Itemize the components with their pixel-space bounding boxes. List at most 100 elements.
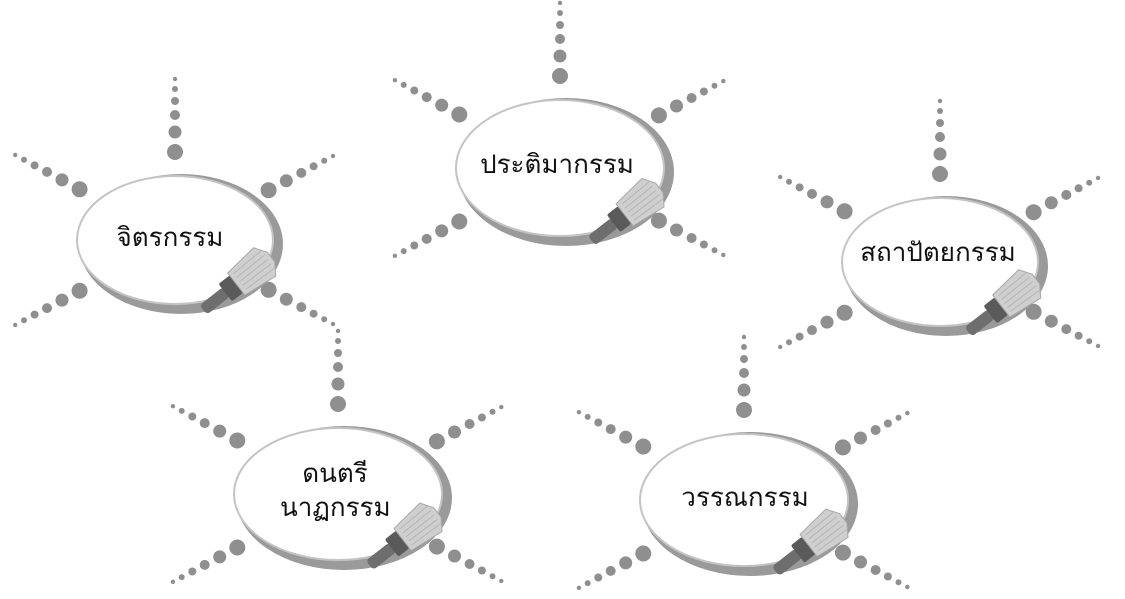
ray-dot: [837, 203, 853, 219]
ray-dot: [422, 92, 432, 102]
ray-dot: [700, 241, 708, 249]
ray-dot: [594, 574, 602, 582]
ray-dot: [721, 79, 725, 83]
label-literature: วรรณกรรม: [660, 482, 830, 516]
ray-dot: [937, 108, 943, 114]
ray-dot: [200, 418, 210, 428]
ray-dot: [796, 183, 804, 191]
ray-dot: [393, 78, 397, 82]
ray-dot: [554, 50, 567, 63]
ray-dot: [499, 405, 503, 409]
ray-dot: [1045, 315, 1058, 328]
ray-dot: [807, 189, 817, 199]
ray-dot: [336, 329, 340, 333]
ray-dot: [1096, 344, 1100, 348]
ray-dot: [280, 174, 293, 187]
ray-dot: [687, 233, 697, 243]
ray-dot: [700, 88, 708, 96]
ray-dot: [577, 410, 581, 414]
ray-dot: [171, 580, 175, 584]
ray-dot: [261, 182, 277, 198]
ray-dot: [557, 10, 563, 16]
ray-dot: [1086, 338, 1092, 344]
ray-dot: [321, 316, 327, 322]
ray-dot: [229, 433, 245, 449]
ray-dot: [778, 345, 782, 349]
ray-dot: [173, 77, 177, 81]
ray-dot: [934, 148, 947, 161]
ray-dot: [451, 214, 467, 230]
ray-dot: [172, 86, 178, 92]
ray-dot: [31, 311, 39, 319]
ray-dot: [670, 224, 683, 237]
ray-dot: [1075, 184, 1083, 192]
ray-dot: [410, 242, 418, 250]
ray-dot: [821, 316, 834, 329]
ray-dot: [635, 546, 651, 562]
ray-dot: [170, 110, 180, 120]
ray-dot: [1096, 176, 1100, 180]
ray-dot: [280, 293, 293, 306]
ray-dot: [42, 167, 52, 177]
ray-dot: [821, 195, 834, 208]
ray-dot: [171, 97, 179, 105]
ray-dot: [712, 247, 718, 253]
label-painting: จิตรกรรม: [105, 222, 235, 256]
ray-dot: [558, 1, 562, 5]
ray-dot: [331, 322, 335, 326]
ray-dot: [884, 420, 892, 428]
ray-dot: [796, 333, 804, 341]
ray-dot: [42, 303, 52, 313]
ray-dot: [721, 253, 725, 257]
ray-dot: [606, 566, 616, 576]
ray-dot: [577, 586, 581, 590]
ray-dot: [72, 181, 88, 197]
ray-dot: [31, 161, 39, 169]
ray-dot: [786, 339, 792, 345]
ray-dot: [670, 100, 683, 113]
ray-dot: [651, 107, 667, 123]
ray-dot: [490, 573, 496, 579]
ray-dot: [905, 585, 909, 589]
ray-dot: [331, 154, 335, 158]
ray-dot: [606, 424, 616, 434]
ray-dot: [188, 568, 196, 576]
ray-dot: [619, 556, 632, 569]
ray-dot: [422, 234, 432, 244]
sun-ring-painting: [13, 77, 335, 327]
ray-dot: [736, 402, 752, 418]
ray-dot: [938, 99, 942, 103]
ray-dot: [835, 545, 851, 561]
ray-dot: [936, 119, 944, 127]
ray-dot: [179, 574, 185, 580]
ray-dot: [334, 349, 342, 357]
label-music-dance: ดนตรี นาฏกรรม: [280, 458, 390, 526]
ray-dot: [687, 93, 697, 103]
ray-dot: [884, 573, 892, 581]
ray-dot: [465, 419, 475, 429]
ray-dot: [835, 439, 851, 455]
ray-dot: [1045, 196, 1058, 209]
ray-dot: [321, 158, 327, 164]
ray-dot: [13, 153, 17, 157]
ray-dot: [465, 559, 475, 569]
ray-dot: [448, 426, 461, 439]
ray-dot: [310, 162, 318, 170]
ray-dot: [499, 579, 503, 583]
ray-dot: [871, 425, 881, 435]
ray-dot: [188, 413, 196, 421]
ray-dot: [896, 415, 902, 421]
ray-dot: [905, 411, 909, 415]
ray-dot: [741, 344, 747, 350]
ray-dot: [739, 368, 749, 378]
ray-dot: [296, 302, 306, 312]
ray-dot: [330, 396, 346, 412]
ray-dot: [179, 408, 185, 414]
ray-dot: [585, 580, 591, 586]
ray-dot: [896, 579, 902, 585]
ray-dot: [21, 157, 27, 163]
ray-dot: [1086, 180, 1092, 186]
ray-dot: [807, 325, 817, 335]
ray-dot: [1061, 190, 1071, 200]
ray-dot: [229, 540, 245, 556]
